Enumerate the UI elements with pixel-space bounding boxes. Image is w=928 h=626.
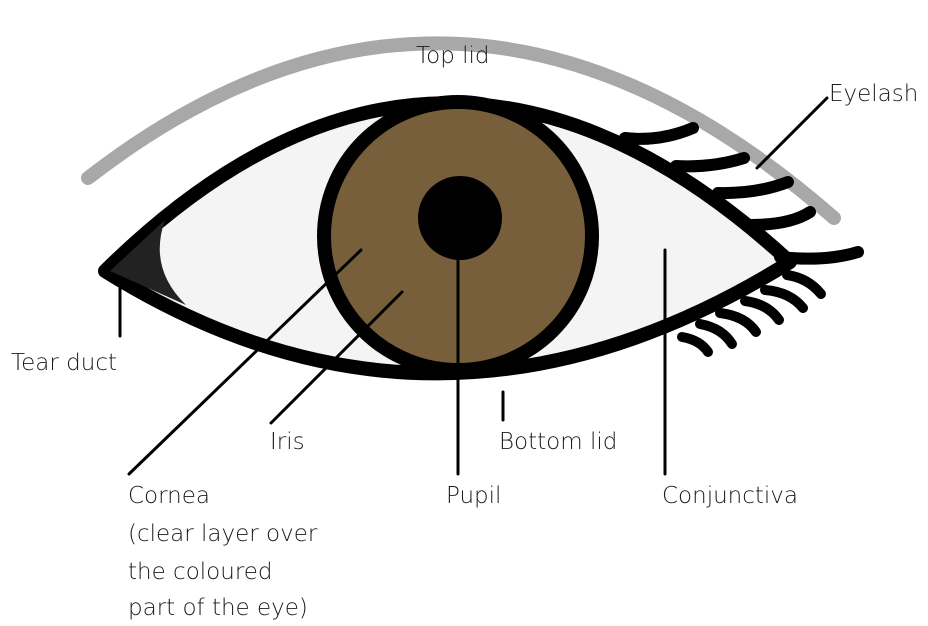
top-lid-label: Top lid (416, 39, 490, 73)
bottom-lid-label: Bottom lid (499, 425, 617, 459)
cornea-note-line-3: part of the eye) (128, 591, 308, 625)
iris-label: Iris (270, 425, 305, 459)
tear-duct-label: Tear duct (11, 346, 117, 380)
eyelash-label: Eyelash (829, 77, 918, 111)
cornea-label: Cornea (128, 479, 210, 513)
pupil (418, 176, 502, 260)
pupil-label: Pupil (446, 479, 501, 513)
cornea-note-line-2: the coloured (128, 555, 273, 589)
cornea-note-line-1: (clear layer over (128, 517, 317, 551)
eyelash-leader (757, 98, 827, 168)
conjunctiva-label: Conjunctiva (662, 479, 798, 513)
